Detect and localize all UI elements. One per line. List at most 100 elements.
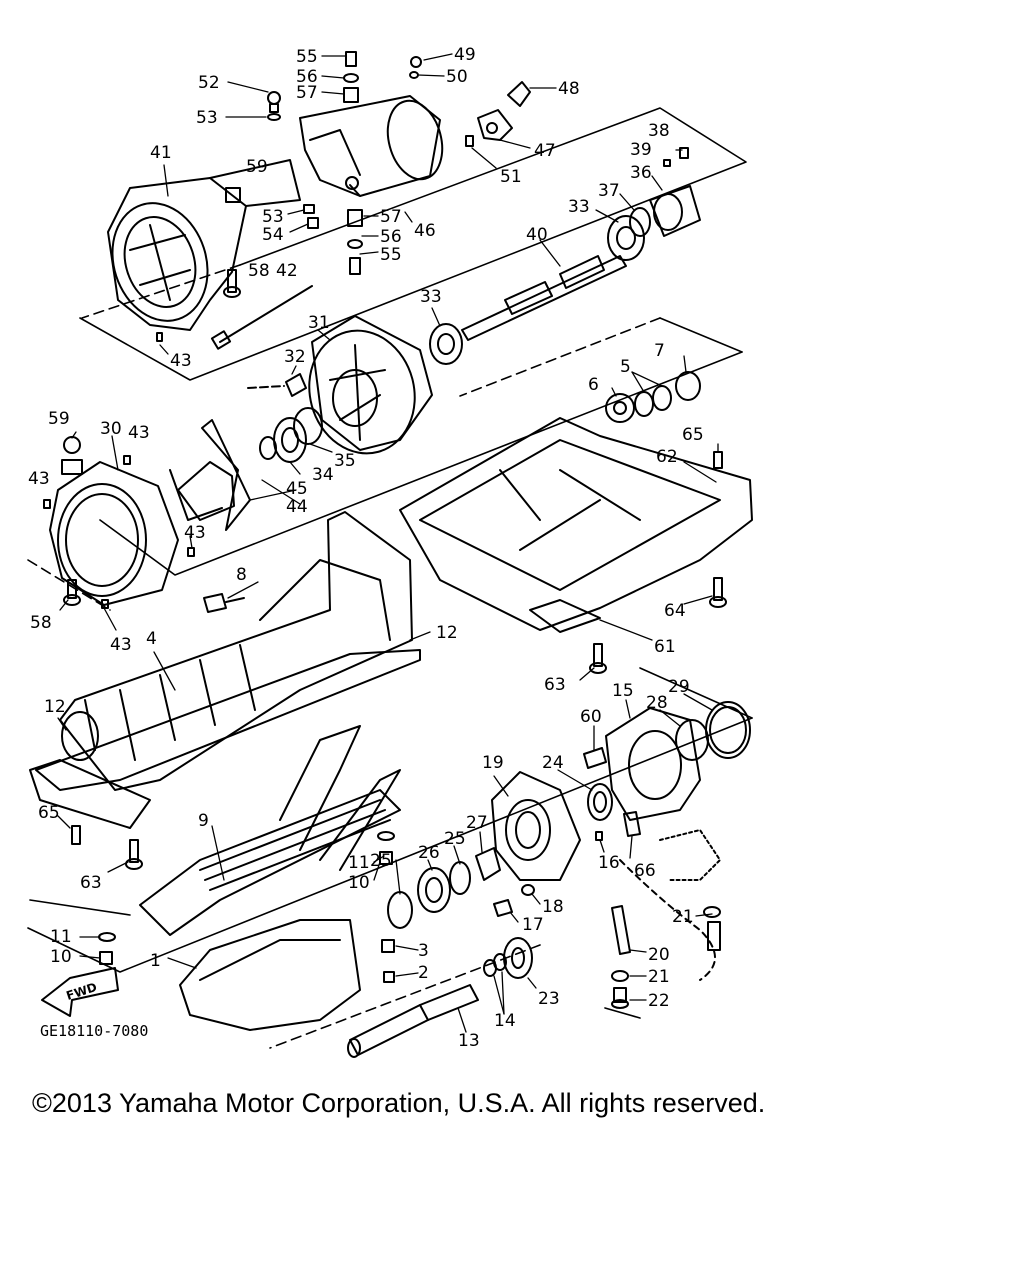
part-label: 2 <box>418 963 429 983</box>
part-label: 65 <box>682 425 704 445</box>
shaft-13 <box>347 984 479 1058</box>
part-label: 47 <box>534 141 556 161</box>
part-label: 43 <box>170 351 192 371</box>
part-label: 11 <box>348 853 370 873</box>
clip-66 <box>623 811 641 837</box>
part-label: 53 <box>196 108 218 128</box>
part-label: 58 <box>30 613 52 633</box>
part-label: 57 <box>380 207 402 227</box>
fitting-32 <box>247 373 307 397</box>
part-label: 36 <box>630 163 652 183</box>
part-label: 14 <box>494 1011 516 1031</box>
plate-15 <box>605 707 701 821</box>
part-label: 55 <box>296 47 318 67</box>
cover-9 <box>139 725 401 936</box>
fwd-label: FWD <box>65 980 99 1003</box>
part-label: 10 <box>348 873 370 893</box>
part-label: 22 <box>648 991 670 1011</box>
part-label: 56 <box>380 227 402 247</box>
diagram-code: GE18110-7080 <box>40 1022 148 1040</box>
part-label: 6 <box>588 375 599 395</box>
seal-24 <box>587 783 613 821</box>
part-label: 51 <box>500 167 522 187</box>
part-label: 42 <box>276 261 298 281</box>
part-label: 9 <box>198 811 209 831</box>
part-label: 40 <box>526 225 548 245</box>
part-label: 58 <box>248 261 270 281</box>
part-label: 44 <box>286 497 308 517</box>
part-label: 39 <box>630 140 652 160</box>
small-parts-16-17-18 <box>493 831 603 917</box>
assembly-boundaries <box>27 107 753 1049</box>
part-label: 50 <box>446 67 468 87</box>
part-label: 59 <box>48 409 70 429</box>
part-label: 15 <box>612 681 634 701</box>
part-label: 61 <box>654 637 676 657</box>
part-label: 32 <box>284 347 306 367</box>
part-label: 7 <box>654 341 665 361</box>
part-label: 24 <box>542 753 564 773</box>
part-label: 18 <box>542 897 564 917</box>
orings-14-bearing-23 <box>483 937 533 979</box>
part-label: 5 <box>620 357 631 377</box>
bearing-33-upper <box>607 215 645 261</box>
part-label: 53 <box>262 207 284 227</box>
part-label: 64 <box>664 601 686 621</box>
bolt-58-lower <box>63 579 81 606</box>
part-label: 25 <box>370 851 392 871</box>
nozzle-housing-41 <box>107 159 301 331</box>
intake-duct-4 <box>59 511 413 791</box>
strip-12 <box>35 649 421 791</box>
part-label: 54 <box>262 225 284 245</box>
part-label: 21 <box>672 907 694 927</box>
part-label: 49 <box>454 45 476 65</box>
leader-lines <box>57 53 719 1033</box>
steering-nozzle-46 <box>299 95 444 197</box>
part-label: 43 <box>184 523 206 543</box>
part-label: 8 <box>236 565 247 585</box>
part-label: 34 <box>312 465 334 485</box>
exploded-parts-diagram: 55 56 57 49 50 48 52 53 47 51 41 59 53 5… <box>27 45 753 1058</box>
part-label: 63 <box>544 675 566 695</box>
part-label: 56 <box>296 67 318 87</box>
bracket-47 <box>477 109 513 141</box>
part-label: 43 <box>28 469 50 489</box>
part-label: 52 <box>198 73 220 93</box>
part-label: 12 <box>44 697 66 717</box>
part-label: 43 <box>110 635 132 655</box>
part-label: 59 <box>246 157 268 177</box>
part-label: 62 <box>656 447 678 467</box>
clamps-21-22 <box>611 906 721 1009</box>
part-label: 28 <box>646 693 668 713</box>
part-label: 35 <box>334 451 356 471</box>
part-label: 60 <box>580 707 602 727</box>
bolts-10-11-left <box>98 831 395 965</box>
part-label: 29 <box>668 677 690 697</box>
fwd-arrow <box>41 967 119 1017</box>
part-label: 17 <box>522 915 544 935</box>
part-label: 16 <box>598 853 620 873</box>
plate-65-left <box>29 759 151 845</box>
drive-shaft-40 <box>461 255 627 341</box>
part-label: 31 <box>308 313 330 333</box>
part-label: 30 <box>100 419 122 439</box>
part-label: 46 <box>414 221 436 241</box>
part-label: 12 <box>436 623 458 643</box>
impeller-44 <box>169 419 251 531</box>
hose-20 <box>611 829 721 981</box>
bearing-parts-25-26-27 <box>387 847 501 929</box>
ride-plate-frame <box>399 417 753 633</box>
part-label: 55 <box>380 245 402 265</box>
part-label: 10 <box>50 947 72 967</box>
small-hardware-top <box>156 51 689 342</box>
part-labels: 55 56 57 49 50 48 52 53 47 51 41 59 53 5… <box>28 45 704 1051</box>
part-label: 38 <box>648 121 670 141</box>
washer-45 <box>259 436 277 460</box>
part-label: 11 <box>50 927 72 947</box>
part-label: 13 <box>458 1031 480 1051</box>
part-label: 23 <box>538 989 560 1009</box>
rings-28-29 <box>675 701 751 761</box>
part-label: 19 <box>482 753 504 773</box>
part-label: 21 <box>648 967 670 987</box>
part-label: 26 <box>418 843 440 863</box>
